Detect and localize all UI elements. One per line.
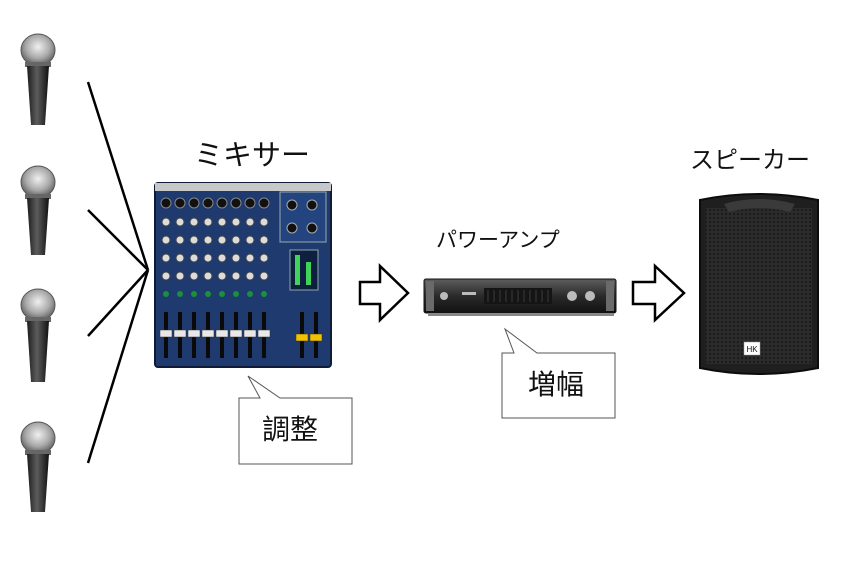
mixer-callout-text: 調整 [262, 413, 319, 446]
microphone-3-icon [20, 288, 56, 382]
callout-amp [501, 327, 616, 419]
microphone-2-icon [20, 165, 56, 255]
speaker-badge: HK [746, 345, 758, 354]
power-amp-label: パワーアンプ [436, 228, 560, 252]
amp-callout-text: 増幅 [528, 368, 585, 401]
callout-mixer [238, 375, 353, 465]
speaker-label: スピーカー [690, 146, 810, 174]
microphone-4-icon [20, 421, 56, 512]
mixer-icon [154, 182, 332, 368]
arrow-right-icon [358, 263, 410, 323]
speaker-icon: HK [699, 193, 819, 375]
arrow-right-icon [631, 263, 686, 323]
power-amp-icon [423, 278, 617, 316]
input-lines [86, 81, 150, 464]
mixer-label: ミキサー [194, 138, 311, 172]
microphone-1-icon [20, 33, 56, 125]
